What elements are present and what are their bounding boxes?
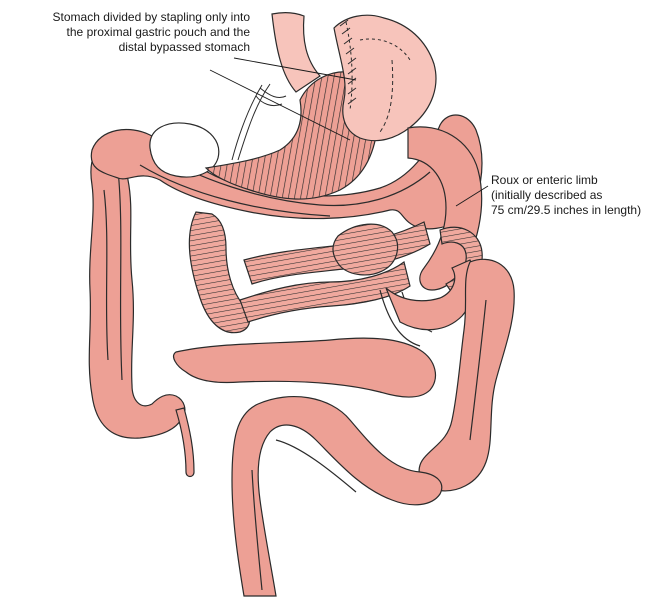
stomach-label-line-1: Stomach divided by stapling only into: [53, 10, 250, 25]
roux-label-line-3: 75 cm/29.5 inches in length): [491, 203, 641, 218]
stomach-label-line-2: the proximal gastric pouch and the: [53, 25, 250, 40]
esophagus: [272, 13, 320, 92]
roux-limb-label: Roux or enteric limb (initially describe…: [491, 173, 641, 218]
stomach-division-label: Stomach divided by stapling only into th…: [53, 10, 250, 55]
stomach-label-line-3: distal bypassed stomach: [53, 40, 250, 55]
biliopancreatic-limb: [189, 212, 430, 333]
ducts: [232, 84, 286, 160]
descending-colon: [89, 142, 194, 477]
lower-colon-rectum: [232, 397, 442, 596]
gastric-pouch: [334, 15, 436, 140]
roux-label-line-1: Roux or enteric limb: [491, 173, 641, 188]
roux-label-line-2: (initially described as: [491, 188, 641, 203]
